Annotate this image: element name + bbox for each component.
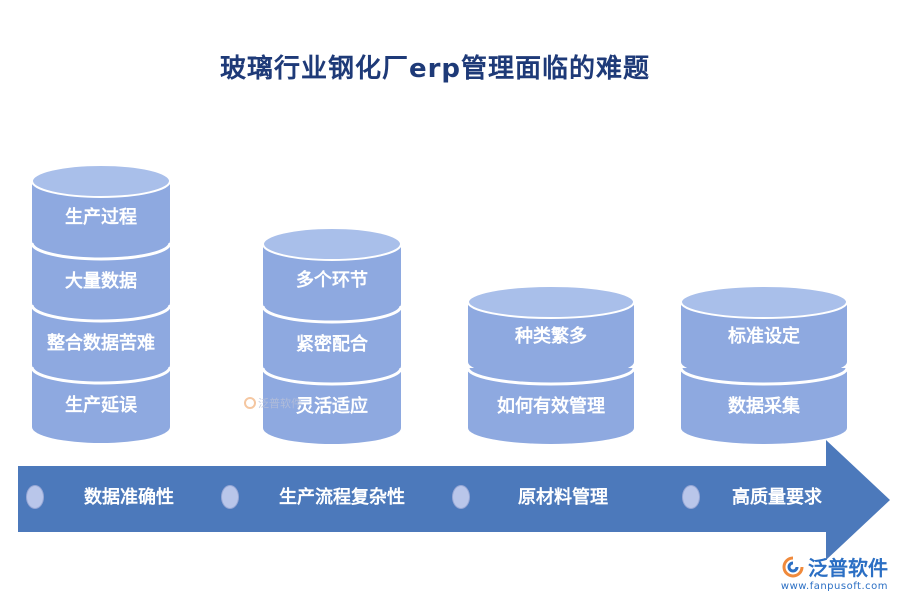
page-title: 玻璃行业钢化厂erp管理面临的难题 (219, 54, 651, 84)
brand-url: www.fanpusoft.com (780, 581, 888, 592)
cylinder-segment: 标准设定 (680, 285, 848, 378)
bullet-dot-icon (682, 485, 700, 509)
banner-label: 数据准确性 (84, 487, 174, 508)
segment-label: 标准设定 (728, 326, 800, 347)
cylinder-segment: 紧密配合 (261, 290, 403, 382)
segment-label: 大量数据 (65, 271, 137, 292)
brand-logo: 泛普软件 www.fanpusoft.com (781, 552, 888, 592)
cylinder-segment: 如何有效管理 (466, 352, 636, 444)
watermark-logo-icon (244, 397, 256, 409)
segment-label: 生产延误 (65, 395, 137, 416)
segment-label: 灵活适应 (296, 396, 368, 417)
banner-label: 高质量要求 (732, 487, 822, 508)
cylinder-segment: 整合数据苦难 (30, 289, 172, 381)
cylinder-segment: 大量数据 (30, 227, 172, 319)
watermark: 泛普软件 (244, 395, 302, 411)
segment-label: 如何有效管理 (497, 396, 605, 417)
segment-label: 整合数据苦难 (47, 333, 155, 354)
brand-name: 泛普软件 (808, 556, 888, 580)
segment-label: 生产过程 (65, 207, 137, 228)
segment-label: 数据采集 (728, 396, 800, 417)
cylinder-segment: 数据采集 (679, 352, 849, 444)
bullet-dot-icon (26, 485, 44, 509)
cylinder-segment: 生产过程 (31, 164, 171, 257)
segment-label: 紧密配合 (296, 334, 368, 355)
segment-label: 种类繁多 (515, 326, 587, 347)
cylinder-segment: 生产延误 (30, 351, 172, 443)
watermark-text: 泛普软件 (258, 397, 302, 410)
cylinder-segment: 种类繁多 (467, 285, 635, 378)
bullet-dot-icon (221, 485, 239, 509)
banner-label: 生产流程复杂性 (279, 487, 405, 508)
cylinder-segment: 灵活适应 (261, 352, 403, 444)
bullet-dot-icon (452, 485, 470, 509)
cylinder-segment: 多个环节 (262, 227, 402, 320)
brand-logo-icon (782, 556, 804, 577)
banner-label: 原材料管理 (518, 487, 608, 508)
segment-label: 多个环节 (296, 270, 368, 291)
